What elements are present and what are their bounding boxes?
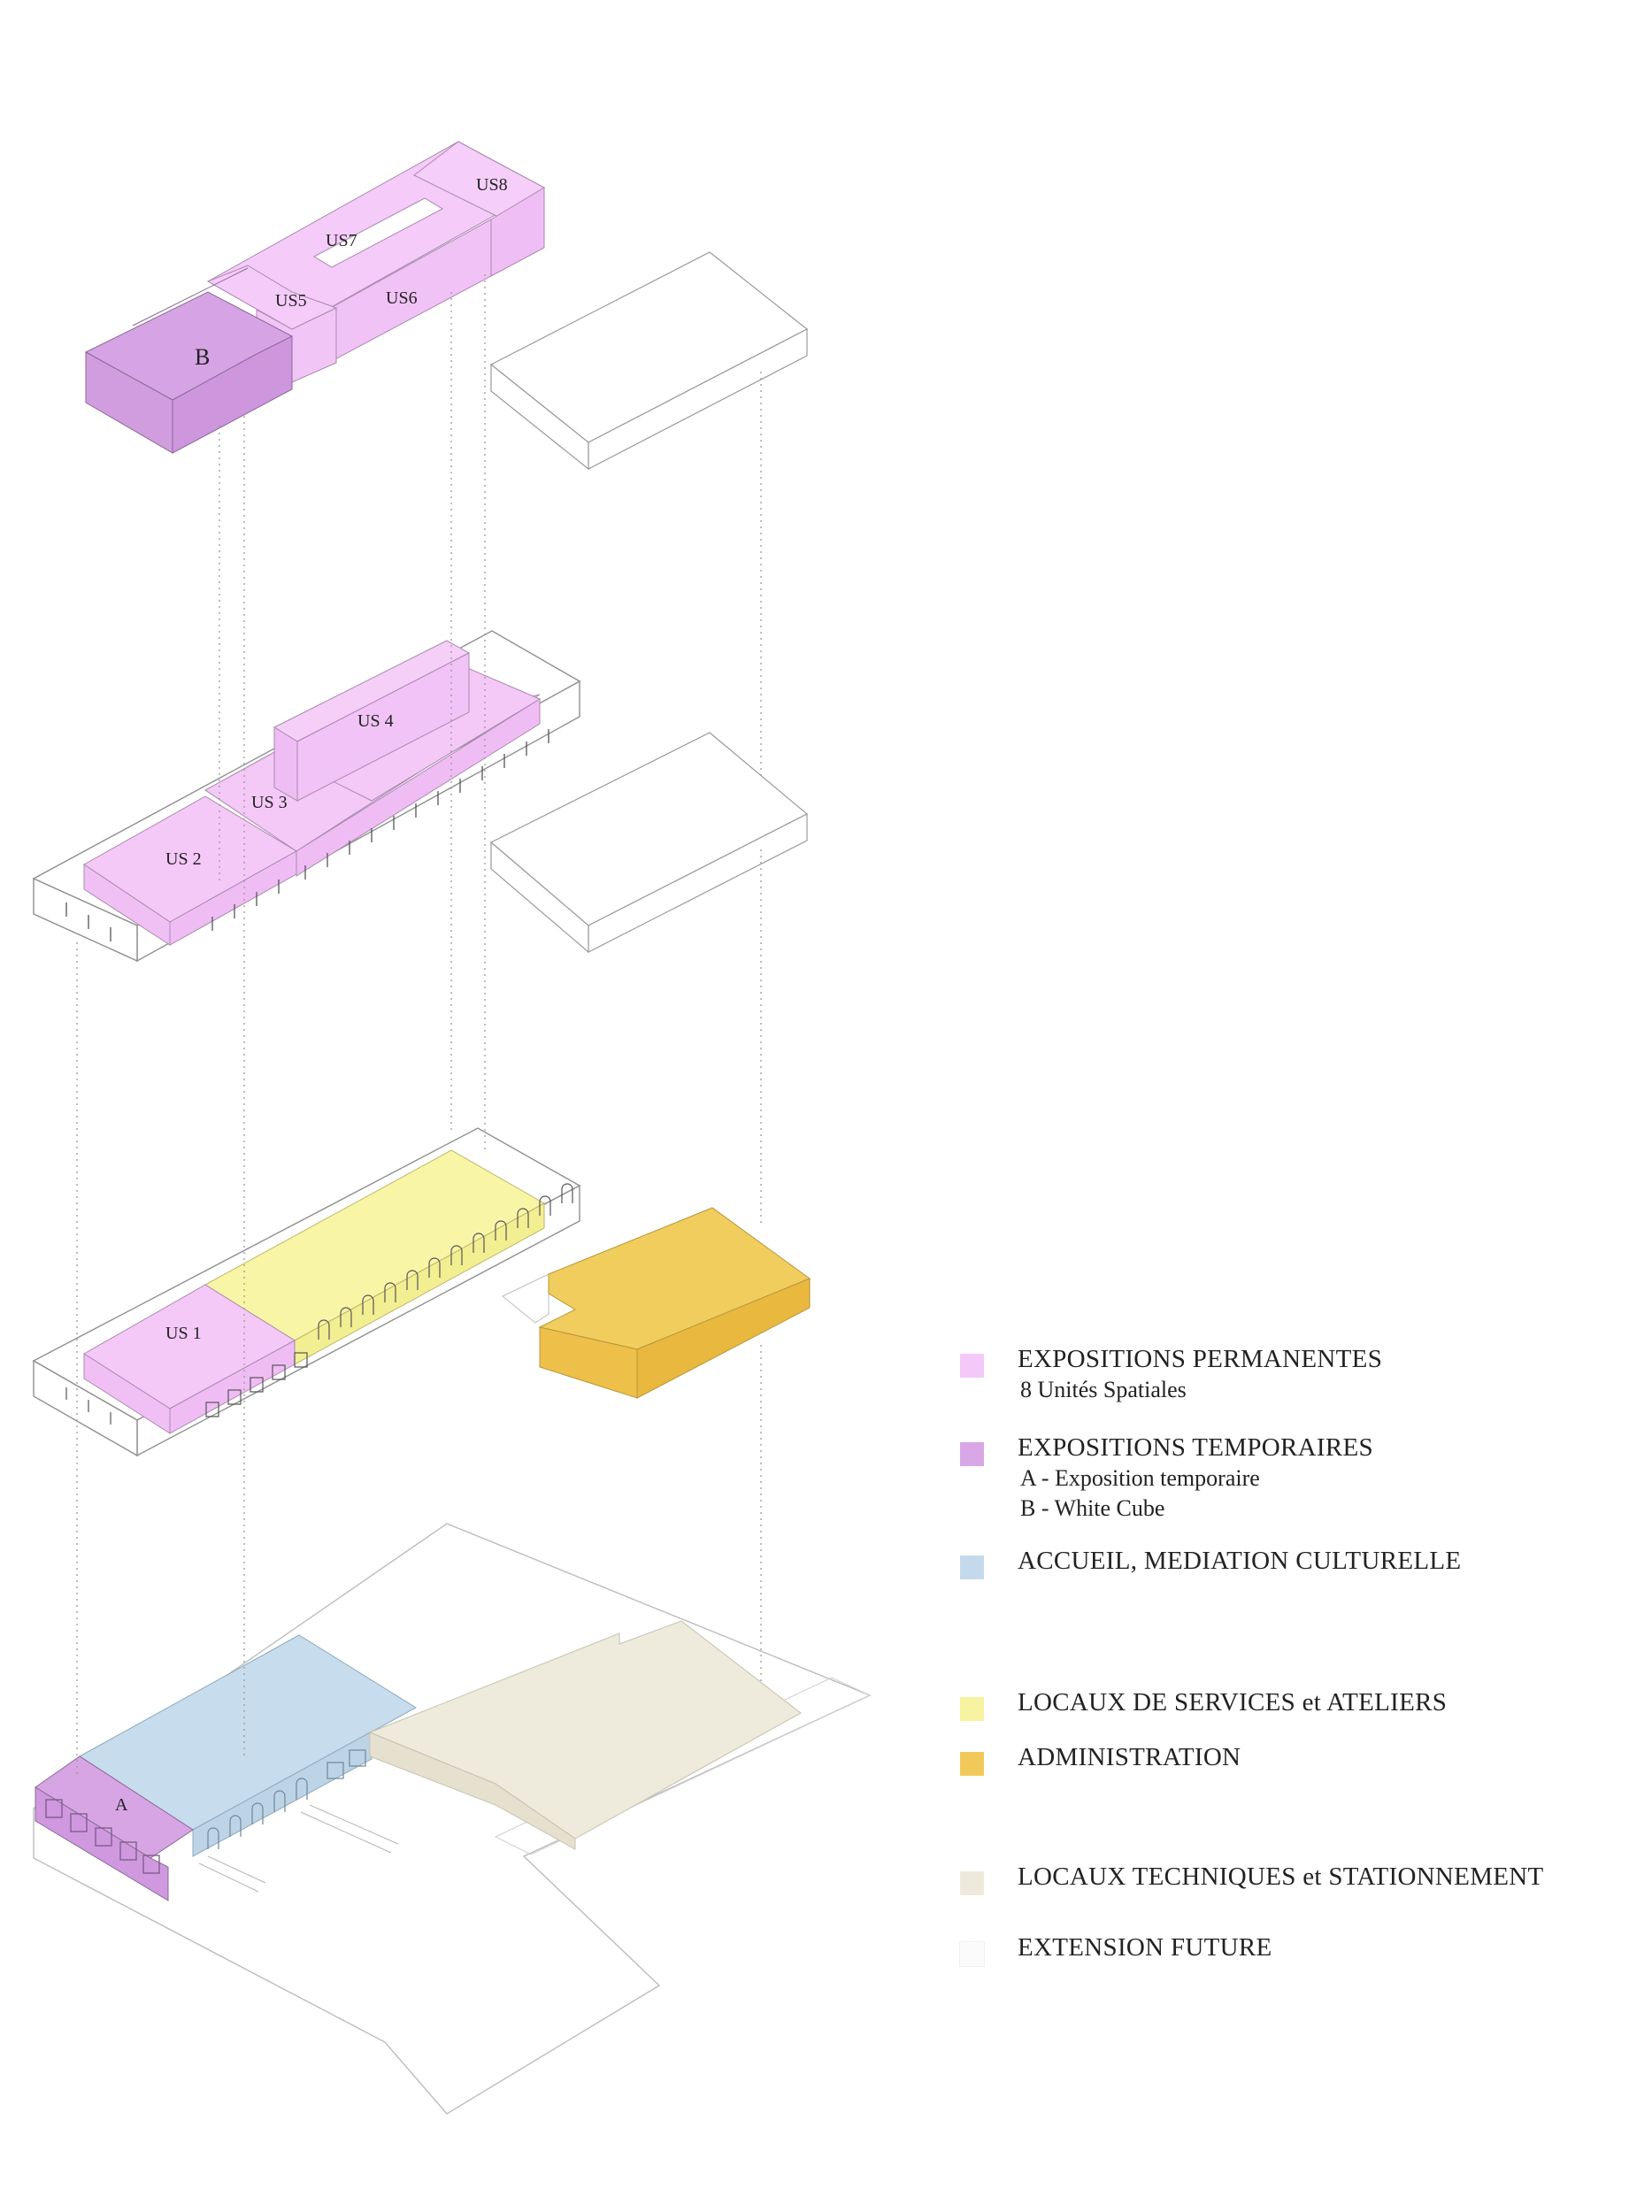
zone-us5-top (206, 265, 338, 330)
ramp-lines (198, 1804, 399, 1893)
legend-swatch (960, 1442, 984, 1466)
zone-a-front (35, 1786, 169, 1901)
zone-us4-left (273, 726, 298, 802)
zone-us8-front (490, 187, 545, 277)
legend-sub: A - Exposition temporaire (1020, 1465, 1260, 1491)
label-us2: US 2 (165, 849, 202, 869)
level-2 (32, 630, 809, 963)
alignment-lines (76, 274, 762, 1778)
label-us3: US 3 (251, 793, 288, 812)
extension-level2-left (490, 841, 589, 954)
level1-admin-site (502, 1273, 549, 1324)
level1-slab-left (33, 1359, 138, 1457)
label-us6: US6 (386, 288, 418, 308)
zone-labels: US8 US7 US6 US5 B US 4 US 3 US 2 US 1 A (115, 175, 508, 1815)
legend-swatch (960, 1697, 984, 1721)
label-us5: US5 (275, 291, 307, 311)
ground-level (33, 1523, 872, 2115)
label-us1: US 1 (165, 1324, 202, 1343)
legend-sub: B - White Cube (1020, 1495, 1165, 1521)
level-1 (32, 1127, 811, 1457)
zone-us8-roof (413, 141, 545, 219)
label-a: A (115, 1795, 128, 1815)
zone-admin-side (636, 1278, 811, 1399)
legend-title: LOCAUX TECHNIQUES et STATIONNEMENT (1018, 1863, 1544, 1891)
legend-swatch (959, 1941, 985, 1967)
extension-level3-left (490, 363, 589, 471)
legend-swatch (960, 1752, 984, 1776)
level-3 (84, 141, 809, 471)
level2-slab-left (33, 877, 138, 963)
accueil-arches (207, 1749, 366, 1849)
zone-b-left (85, 351, 173, 454)
label-us8: US8 (476, 175, 508, 195)
level1-openings (65, 1183, 573, 1425)
legend-title: ADMINISTRATION (1018, 1743, 1241, 1771)
zone-b-ridge (132, 267, 249, 326)
legend-title: EXPOSITIONS PERMANENTES (1018, 1345, 1383, 1373)
legend-swatch (960, 1354, 984, 1378)
zone-us1-left (83, 1353, 171, 1434)
zone-us2-left (83, 864, 171, 946)
legend-title: ACCUEIL, MEDIATION CULTURELLE (1018, 1547, 1462, 1575)
legend-title: EXPOSITIONS TEMPORAIRES (1018, 1433, 1373, 1462)
legend-swatch (960, 1555, 984, 1579)
legend-title: EXTENSION FUTURE (1018, 1933, 1272, 1962)
zone-technique-top (368, 1620, 802, 1839)
legend-sub: 8 Unités Spatiales (1020, 1377, 1187, 1402)
level2-openings (65, 729, 549, 941)
label-us4: US 4 (357, 711, 394, 731)
legend-title: LOCAUX DE SERVICES et ATELIERS (1018, 1688, 1448, 1717)
site-outline (33, 1523, 872, 2115)
zone-a-windows (45, 1799, 160, 1874)
label-b: B (195, 344, 210, 370)
zone-technique-side (369, 1732, 576, 1850)
label-us7: US7 (326, 231, 357, 250)
legend-swatch (960, 1871, 984, 1895)
us7-light-well (312, 197, 444, 268)
